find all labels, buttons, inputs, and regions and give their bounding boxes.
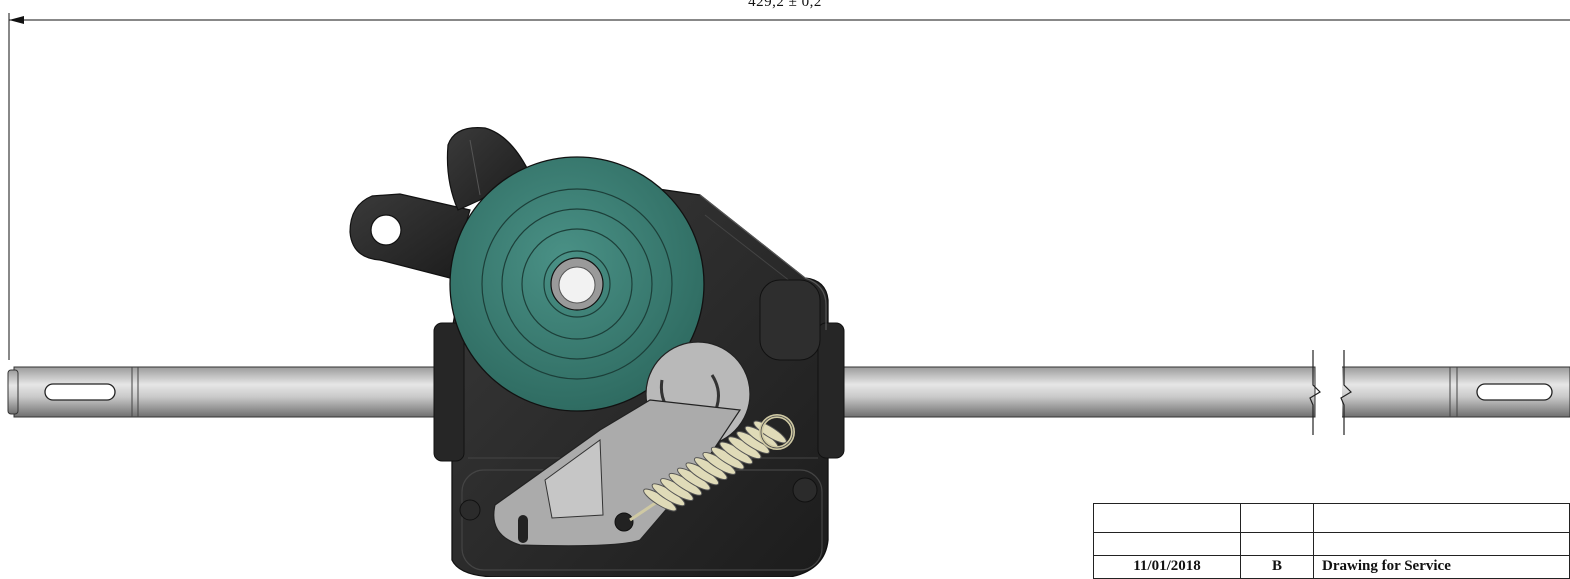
revision-row [1093, 532, 1570, 556]
revision-date: 11/01/2018 [1093, 555, 1241, 579]
revision-description: Drawing for Service [1313, 555, 1570, 579]
top-lever [446, 127, 529, 211]
right-shaft [834, 350, 1570, 435]
revision-row [1093, 503, 1570, 533]
revision-description [1313, 503, 1570, 533]
left-shaft [7, 366, 440, 418]
mounting-bracket [349, 193, 471, 279]
revision-letter: B [1240, 555, 1314, 579]
revision-letter [1240, 503, 1314, 533]
revision-letter [1240, 532, 1314, 556]
pulley [449, 156, 705, 412]
revision-date [1093, 503, 1241, 533]
revision-date [1093, 532, 1241, 556]
spring-hook [759, 414, 795, 450]
revision-description [1313, 532, 1570, 556]
tension-arm [493, 341, 751, 547]
revision-table: 11/01/2018 B Drawing for Service [1093, 503, 1570, 579]
overall-length-dimension: 429,2 ± 0,2 [748, 0, 822, 10]
dimension-line [8, 13, 1570, 360]
revision-row: 11/01/2018 B Drawing for Service [1093, 555, 1570, 579]
